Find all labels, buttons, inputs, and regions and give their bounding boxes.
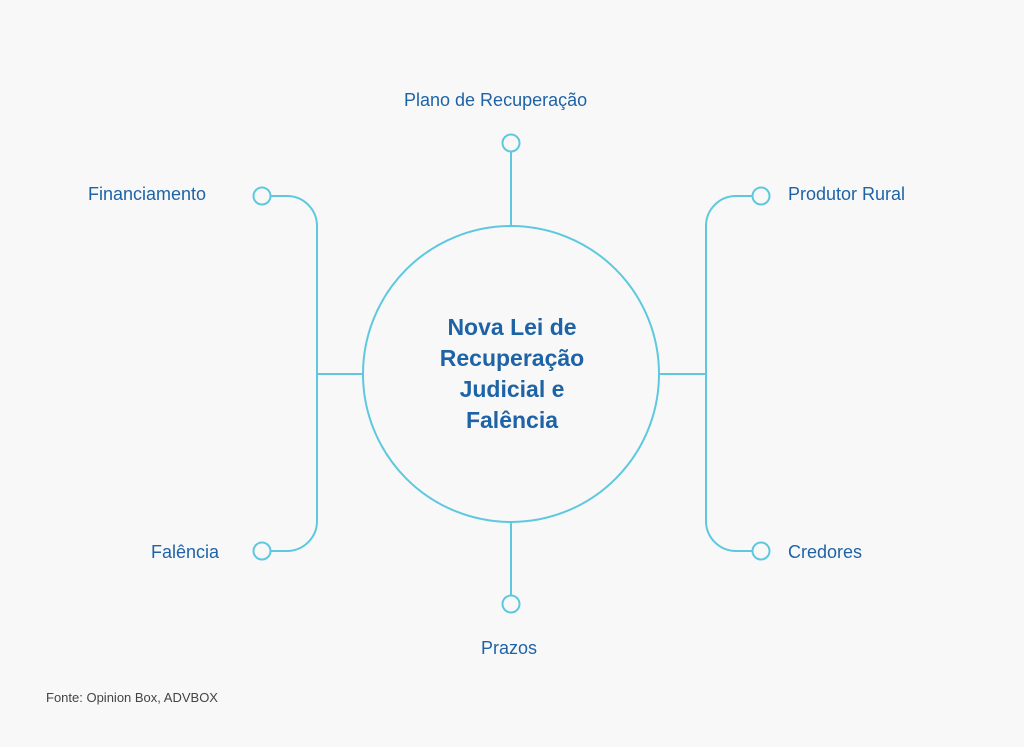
center-title-line-3: Judicial e [459, 376, 565, 402]
node-dot-bottom-right [751, 541, 771, 561]
node-label-top-left: Financiamento [88, 184, 207, 204]
node-label-top-right: Produtor Rural [788, 184, 906, 204]
node-dot-bottom [501, 594, 521, 614]
source-caption: Fonte: Opinion Box, ADVBOX [46, 690, 218, 705]
node-dot-top [501, 133, 521, 153]
node-label-bottom: Prazos [481, 638, 538, 658]
node-label-bottom-left: Falência [151, 542, 220, 562]
node-dot-top-right [751, 186, 771, 206]
connector-left [270, 195, 318, 552]
node-dot-bottom-left [252, 541, 272, 561]
node-label-bottom-right: Credores [788, 542, 863, 562]
connector-right [705, 195, 753, 552]
node-label-top: Plano de Recuperação [404, 90, 588, 110]
center-title-line-2: Recuperação [439, 345, 585, 371]
node-dot-top-left [252, 186, 272, 206]
center-title-line-4: Falência [465, 407, 559, 433]
center-title: Nova Lei de Recuperação Judicial e Falên… [392, 312, 632, 436]
center-title-line-1: Nova Lei de [447, 314, 577, 340]
